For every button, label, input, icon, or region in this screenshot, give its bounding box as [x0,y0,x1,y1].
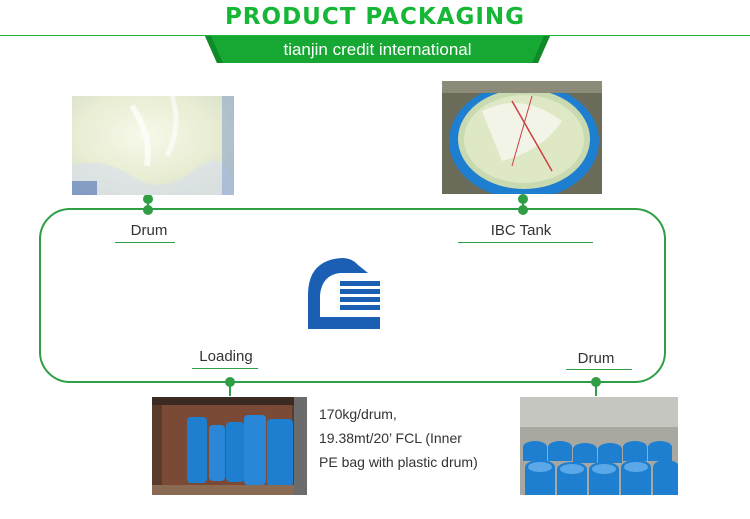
label-underline [458,242,593,243]
step-label-ibc-tank: IBC Tank [490,222,552,239]
label-underline [566,369,632,370]
connector-dot [591,377,601,387]
company-banner: tianjin credit international [205,36,550,63]
connector-dot [143,205,153,215]
company-logo-icon [300,255,382,331]
packaging-description: 170kg/drum, 19.38mt/20’ FCL (Inner PE ba… [319,402,519,474]
description-line: 170kg/drum, [319,406,397,422]
description-line: PE bag with plastic drum) [319,454,478,470]
connector-dot [518,194,528,204]
step-label-drum-top: Drum [130,222,168,239]
ibc-tank-photo [442,81,602,194]
drums-yard-photo [520,397,678,495]
step-label-loading: Loading [199,348,253,365]
label-underline [115,242,175,243]
banner-text: tianjin credit international [283,40,472,59]
description-line: 19.38mt/20’ FCL (Inner [319,430,462,446]
drum-product-photo [72,96,234,195]
label-underline [192,368,258,369]
title-divider [0,35,750,36]
connector-dot [225,377,235,387]
banner-shape [205,36,550,63]
connector-dot [518,205,528,215]
connector-dot [143,194,153,204]
page-title: PRODUCT PACKAGING [224,4,526,30]
step-label-drum-bottom: Drum [577,350,615,367]
container-loading-photo [152,397,307,495]
